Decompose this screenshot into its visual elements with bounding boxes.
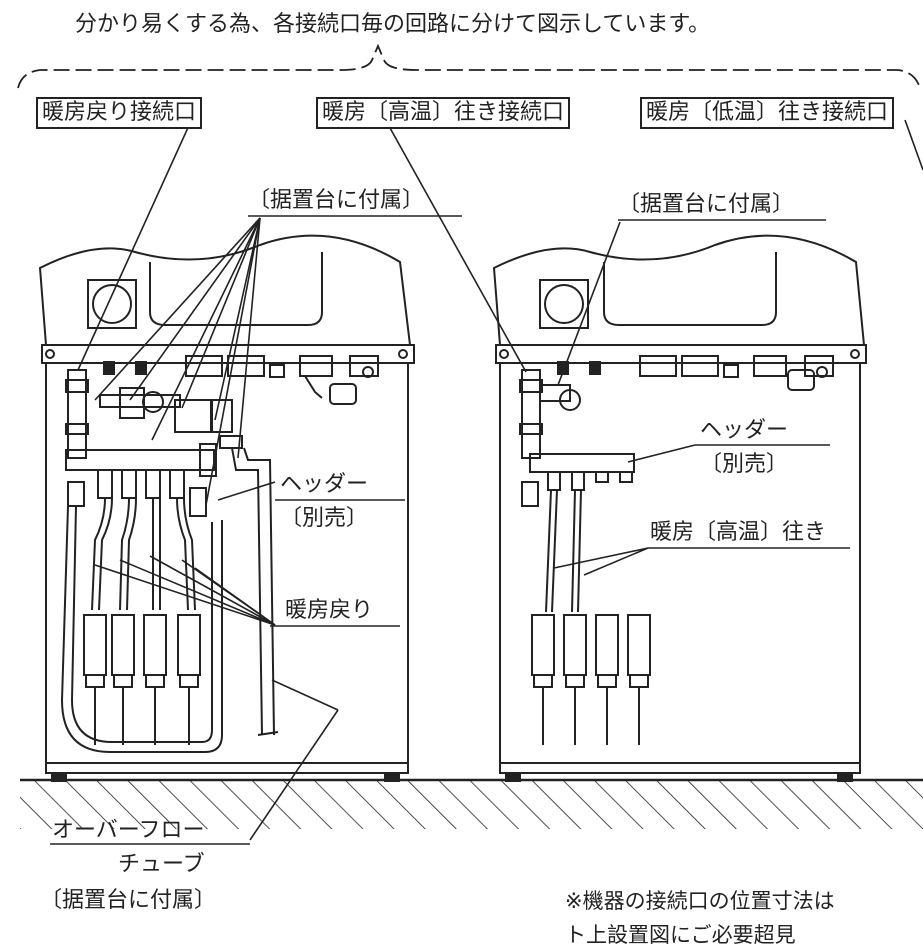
label-overflow-line3: 〔据置台に付属〕	[40, 888, 217, 913]
left-boiler-unit	[38, 234, 415, 782]
label-stand-included-right: 〔据置台に付属〕	[618, 192, 795, 217]
footnote-line2: ト上設置図にご必要超見	[565, 923, 796, 947]
label-header-left: ヘッダー	[280, 472, 369, 497]
label-overflow-line1: オーバーフロー	[52, 818, 205, 843]
label-header-right: ヘッダー	[700, 418, 789, 443]
label-heating-return: 暖房戻り	[285, 598, 374, 623]
header-brace	[17, 43, 921, 89]
footnote-line1: ※機器の接続口の位置寸法は	[565, 889, 835, 913]
label-sold-separately-left: 〔別売〕	[280, 506, 369, 531]
label-high-temp-port: 暖房〔高温〕往き接続口	[316, 97, 571, 129]
label-heating-high-supply: 暖房〔高温〕往き	[650, 520, 827, 545]
label-low-temp-port: 暖房〔低温〕往き接続口	[640, 97, 895, 129]
label-sold-separately-right: 〔別売〕	[700, 452, 789, 477]
leader-lines	[77, 109, 923, 841]
header-caption: 分かり易くする為、各接続口毎の回路に分けて図示しています。	[75, 12, 711, 37]
right-boiler-unit	[492, 234, 867, 782]
floor	[20, 778, 923, 829]
label-underlines	[50, 215, 850, 845]
label-return-port: 暖房戻り接続口	[36, 97, 203, 129]
label-stand-included-left: 〔据置台に付属〕	[248, 188, 425, 213]
label-overflow-line2: チューブ	[118, 852, 205, 877]
